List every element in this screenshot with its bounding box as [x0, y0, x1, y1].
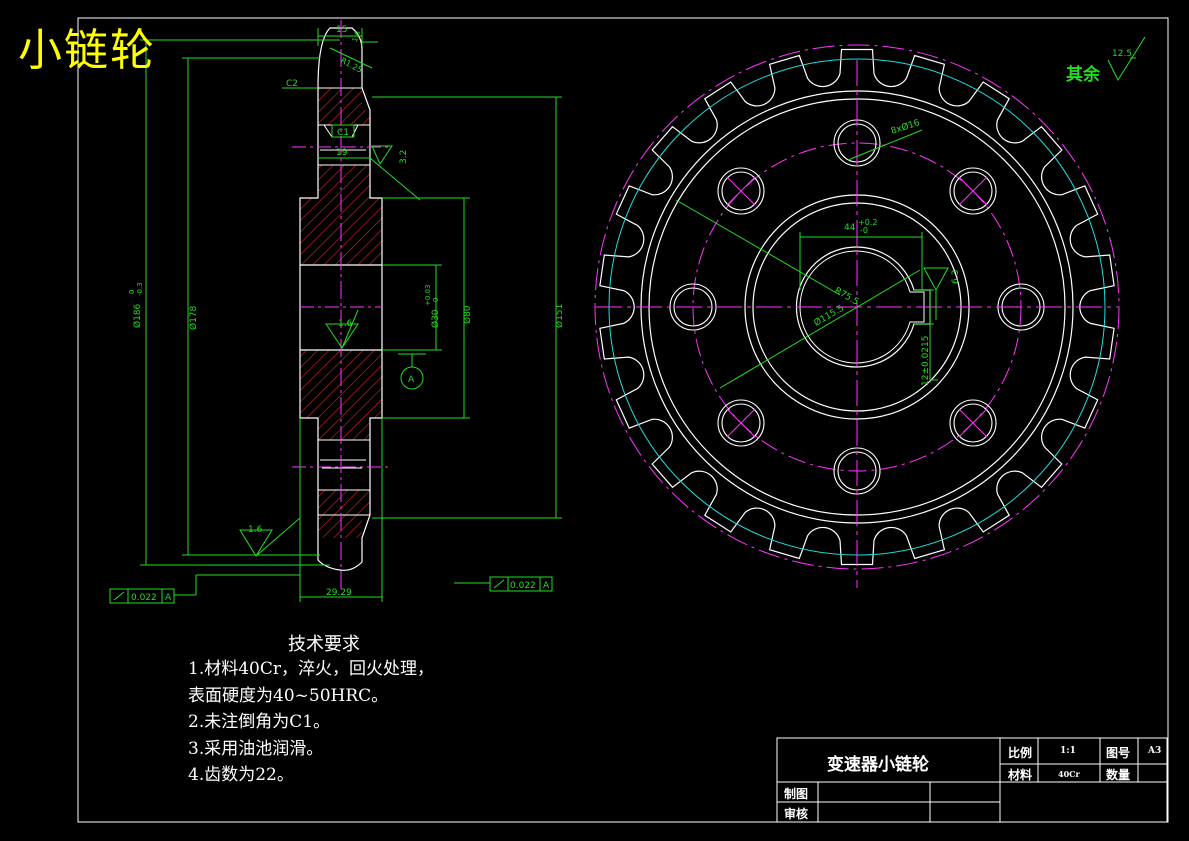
- tech-line: 1.材料40Cr，淬火，回火处理，: [188, 659, 434, 679]
- bolt-hole: [949, 399, 997, 447]
- tech-line: 4.齿数为22。: [188, 765, 294, 785]
- dim-dia-80: Ø80: [462, 305, 473, 324]
- dim-dia-178: Ø178: [188, 305, 199, 330]
- dim-key-depth: 12±0.0215: [921, 336, 931, 386]
- rest-roughness-label: 其余: [1066, 65, 1100, 85]
- tb-scale-label: 比例: [1008, 746, 1033, 760]
- rest-roughness-value: 12.5: [1112, 49, 1132, 59]
- bolt-hole: [673, 287, 713, 327]
- dim-chamfer-c2: C2: [286, 79, 298, 89]
- section-view: 15 1.6 R1.25 C2 C1 19 3.2 1.6 A 1.6 29.2…: [109, 20, 565, 604]
- bolt-hole-cross: [726, 408, 756, 438]
- tb-material-value: 40Cr: [1058, 769, 1080, 779]
- bolt-hole: [717, 167, 765, 215]
- tech-line: 2.未注倒角为C1。: [188, 712, 331, 732]
- tech-line: 3.采用油池润滑。: [188, 738, 324, 759]
- rest-roughness-symbol: [1107, 36, 1146, 82]
- tb-part-name: 变速器小链轮: [827, 755, 929, 775]
- sheet-border: [77, 17, 1169, 823]
- dim-outer-tol-upper: 0: [128, 290, 136, 294]
- dim-bore-tol-upper: +0.03: [424, 285, 432, 306]
- title-block: [776, 737, 1168, 823]
- hatch-lower-hub: [300, 350, 382, 440]
- hatch-upper-hub: [300, 165, 382, 265]
- bolt-hole: [949, 167, 997, 215]
- bolt-hole: [953, 171, 993, 211]
- dim-dia-151: Ø151: [554, 304, 565, 328]
- tb-reviewer-label: 审核: [784, 807, 809, 821]
- dim-holes: 8xØ16: [890, 117, 922, 137]
- dim-outer-dia: Ø186: [132, 303, 143, 328]
- dim-radius: R75.5: [833, 286, 861, 308]
- tol-frame-left-datum: A: [165, 593, 172, 603]
- dim-groove-width: 19: [336, 148, 348, 158]
- dim-roughness-16-inner: 1.6: [338, 319, 353, 329]
- sprocket-teeth: [599, 48, 1115, 566]
- bolt-hole: [721, 403, 761, 443]
- dim-roughness-63: 6.3: [951, 270, 961, 284]
- bolt-hole: [953, 403, 993, 443]
- tb-material-label: 材料: [1008, 768, 1033, 782]
- bolt-hole-cross: [726, 176, 756, 206]
- hatch-lower-rim: [318, 490, 370, 538]
- dim-keyway-tol-upper: +0.2: [858, 218, 877, 227]
- bolt-hole-cross: [958, 176, 988, 206]
- front-view: 8xØ16 44 +0.2 -0 R75.5 Ø115.5 6.3 12±0.0…: [594, 44, 1120, 588]
- tb-drafter-label: 制图: [784, 787, 809, 801]
- tech-requirements-list: 1.材料40Cr，淬火，回火处理， 表面硬度为40~50HRC。 2.未注倒角为…: [188, 656, 434, 789]
- tb-drawing-no-label: 图号: [1106, 746, 1131, 760]
- dim-hub-width: 29.29: [326, 588, 352, 598]
- dim-datum-a: A: [408, 375, 415, 385]
- bolt-hole-cross: [958, 408, 988, 438]
- tb-drawing-no-value: A3: [1148, 746, 1162, 756]
- tech-line: 表面硬度为40~50HRC。: [188, 685, 389, 706]
- bore-with-keyway: [795, 246, 931, 368]
- bolt-hole: [721, 171, 761, 211]
- dim-top-width: 15: [336, 25, 347, 35]
- dim-outer-tol-lower: -0.3: [136, 282, 144, 296]
- bolt-hole: [717, 399, 765, 447]
- dim-top-small: 1.6: [351, 29, 363, 43]
- tb-quantity-label: 数量: [1106, 768, 1131, 782]
- tb-scale-value: 1:1: [1060, 746, 1076, 756]
- hatch-upper-rim: [318, 88, 370, 125]
- tol-frame-right-value: 0.022: [510, 581, 536, 591]
- tip-circle: [594, 44, 1120, 570]
- dim-bore-dia: Ø30: [430, 309, 441, 328]
- tol-frame-right-datum: A: [543, 581, 550, 591]
- drawing-title: 小链轮: [18, 25, 156, 76]
- dim-keyway-tol-lower: -0: [860, 226, 868, 235]
- dim-keyway-width: 44: [844, 223, 856, 233]
- dim-roughness-16-bottom: 1.6: [248, 525, 263, 535]
- dim-roughness-32: 3.2: [399, 150, 409, 164]
- dim-chamfer-c1: C1: [337, 128, 349, 138]
- tech-requirements-heading: 技术要求: [288, 634, 360, 655]
- dim-bore-tol-lower: 0: [432, 298, 440, 302]
- tol-frame-left-value: 0.022: [131, 593, 157, 603]
